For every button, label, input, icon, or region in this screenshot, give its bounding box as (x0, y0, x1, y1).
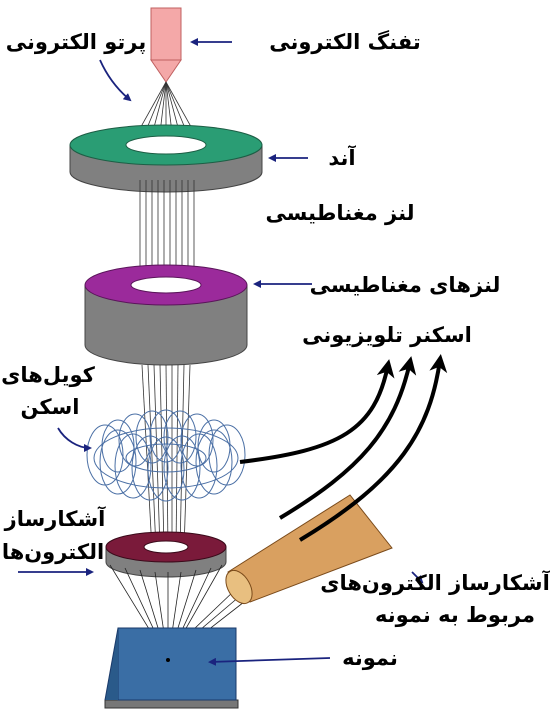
label-electron-gun: تفنگ الکترونی (269, 29, 421, 54)
label-specimen-detector-2: مربوط به نمونه (375, 603, 535, 627)
anode (69, 124, 263, 193)
pointer-arrows (18, 38, 424, 666)
label-tv-scanner: اسکنر تلویزیونی (302, 323, 472, 347)
signal-arrows (239, 354, 448, 542)
label-electron-detector-2: الکترون‌ها (2, 540, 104, 564)
label-scan-coils-2: اسکن (21, 395, 80, 419)
electron-gun (150, 7, 182, 83)
label-electron-beam: پرتو الکترونی (6, 30, 146, 54)
label-specimen: نمونه (342, 646, 398, 670)
label-magnetic-lens: لنز مغناطیسی (265, 201, 414, 225)
label-anode: آند (328, 145, 356, 170)
label-electron-detector: آشکارساز (4, 506, 106, 531)
label-specimen-detector: آشکارساز الکترون‌های (320, 570, 550, 595)
label-scan-coils: کویل‌های (1, 363, 95, 387)
magnetic-lenses (84, 264, 248, 366)
specimen (104, 627, 239, 709)
beam-column-upper (139, 180, 195, 282)
label-magnetic-lenses: لنزهای مغناطیسی (310, 273, 501, 297)
specimen-detector (225, 494, 393, 605)
electron-detector (105, 531, 227, 578)
scan-coils (86, 409, 246, 502)
